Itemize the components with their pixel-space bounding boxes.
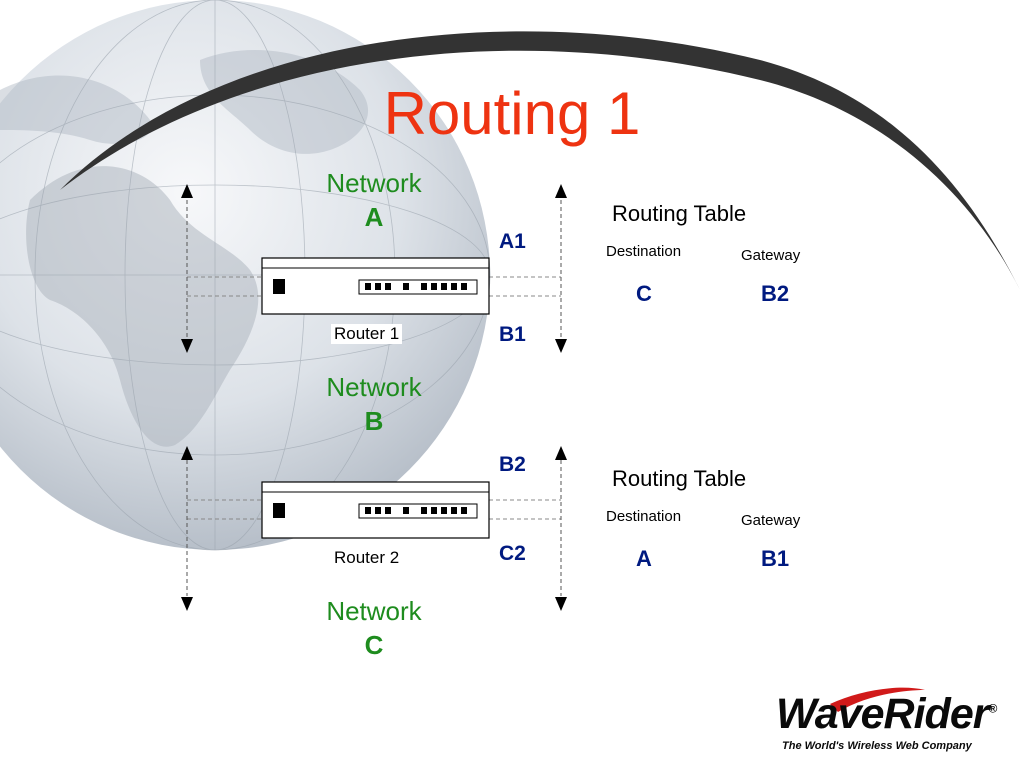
network-c-word: Network <box>326 596 422 626</box>
routing-table-2-gw-value: B1 <box>760 546 790 571</box>
logo-tagline: The World's Wireless Web Company <box>782 740 972 752</box>
network-b-word: Network <box>326 372 422 402</box>
routing-table-2-title: Routing Table <box>612 466 747 491</box>
network-a-label: Network A <box>294 166 454 234</box>
routing-table-1-dest-value: C <box>636 281 652 306</box>
routing-table-1-gw-value: B2 <box>760 281 790 306</box>
routing-table-1-title: Routing Table <box>612 201 747 226</box>
interface-c2: C2 <box>499 542 526 565</box>
network-a-letter: A <box>364 202 384 232</box>
router1-device <box>261 257 490 315</box>
router1-links <box>181 184 567 353</box>
waverider-logo: WaveRider® <box>776 690 997 739</box>
routing-table-1-gw-header: Gateway <box>741 247 801 264</box>
interface-b2: B2 <box>499 453 526 476</box>
network-a-word: Network <box>326 168 422 198</box>
network-b-letter: B <box>364 406 384 436</box>
router1-label: Router 1 <box>331 324 403 344</box>
interface-a1: A1 <box>499 230 526 253</box>
router2-label: Router 2 <box>331 548 403 568</box>
logo-swoosh <box>830 687 925 712</box>
logo-wordmark: WaveRider <box>776 690 989 738</box>
globe-illustration <box>0 0 491 551</box>
slide-title: Routing 1 <box>383 80 641 147</box>
router2-links <box>181 446 567 611</box>
interface-b1: B1 <box>499 323 526 346</box>
network-c-label: Network C <box>294 594 454 662</box>
routing-table-2-gw-header: Gateway <box>741 512 801 529</box>
routing-table-1-dest-header: Destination <box>606 243 682 260</box>
network-b-label: Network B <box>294 370 454 438</box>
network-c-letter: C <box>364 630 384 660</box>
routing-table-2-dest-header: Destination <box>606 508 682 525</box>
routing-table-2-dest-value: A <box>636 546 652 571</box>
router2-device <box>261 481 490 539</box>
logo-registered-mark: ® <box>988 701 997 716</box>
